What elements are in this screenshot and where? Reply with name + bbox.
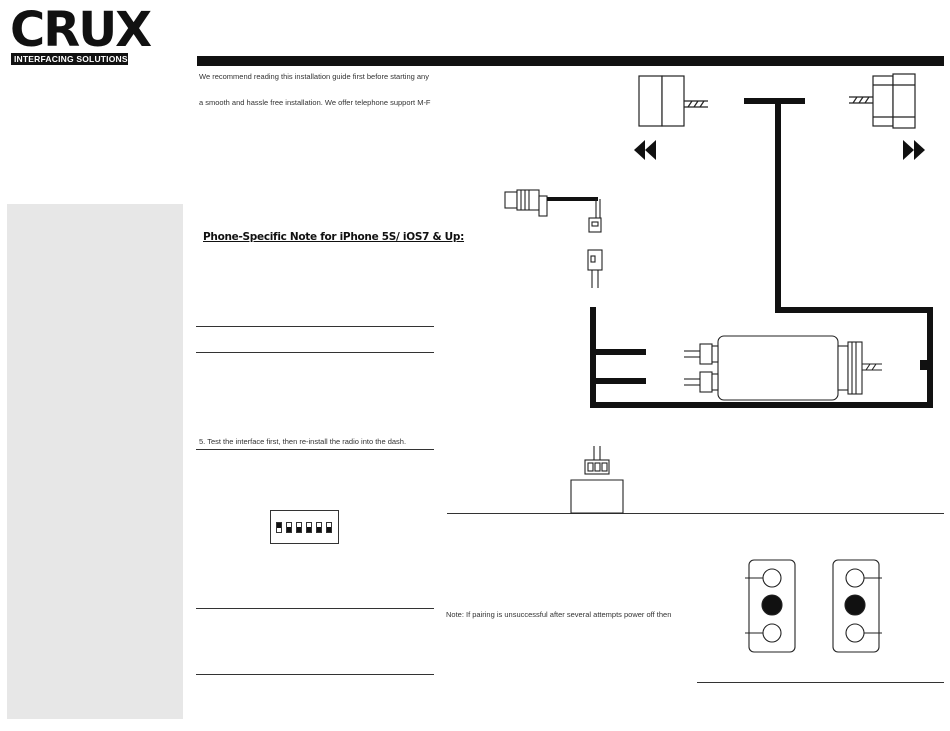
dip-switch-4: [306, 522, 312, 533]
dip-switch-2: [286, 522, 292, 533]
aux-plug: [504, 189, 602, 233]
intro-line-1: We recommend reading this installation g…: [199, 72, 429, 81]
intro-line-2: a smooth and hassle free installation. W…: [199, 98, 431, 107]
dip-switch: [270, 510, 339, 544]
divider: [196, 326, 434, 327]
main-cable: [590, 98, 933, 408]
side-panel: [7, 204, 183, 719]
cable-clip: [920, 360, 928, 370]
dip-switch-1: [276, 522, 282, 533]
control-panel-right: [832, 559, 882, 653]
double-right-arrow-icon: [903, 140, 925, 160]
pairing-note: Note: If pairing is unsuccessful after s…: [446, 610, 672, 619]
divider: [196, 449, 434, 450]
double-left-arrow-icon: [634, 140, 656, 160]
header-band: [197, 56, 944, 66]
interface-module: [684, 335, 882, 401]
right-harness-connector: [849, 73, 916, 129]
brand-logo: CRUX: [10, 2, 152, 58]
mating-plug: [587, 249, 603, 288]
dip-switch-5: [316, 522, 322, 533]
divider: [196, 352, 434, 353]
divider: [196, 674, 434, 675]
control-panel-left: [745, 559, 796, 653]
left-harness-connector: [638, 75, 708, 127]
divider: [447, 513, 944, 514]
phone-note-heading: Phone-Specific Note for iPhone 5S/ iOS7 …: [203, 231, 465, 243]
bottom-connector: [570, 446, 624, 514]
divider: [697, 682, 944, 683]
step-5-text: 5. Test the interface first, then re-ins…: [199, 437, 407, 446]
dip-switch-3: [296, 522, 302, 533]
dip-switch-6: [326, 522, 332, 533]
brand-tagline: INTERFACING SOLUTIONS: [11, 53, 128, 65]
divider: [196, 608, 434, 609]
